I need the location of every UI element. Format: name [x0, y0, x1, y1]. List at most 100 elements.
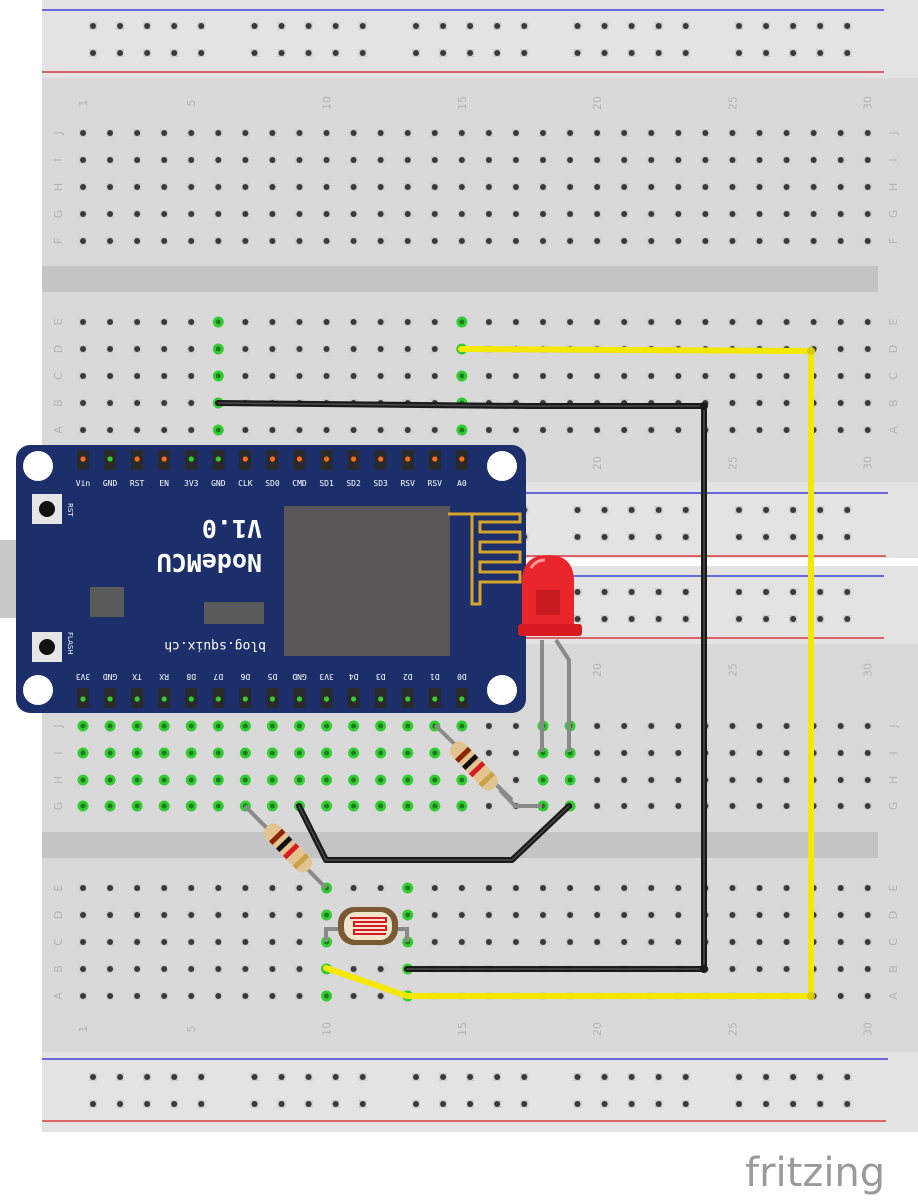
hole [295, 965, 304, 973]
hole [843, 615, 852, 623]
hole [187, 372, 196, 380]
connected-hole [402, 909, 414, 921]
hole [728, 965, 737, 973]
connected-hole [185, 720, 197, 732]
hole [511, 776, 520, 784]
hole [593, 802, 602, 810]
hole [573, 533, 582, 541]
hole [620, 372, 629, 380]
hole [647, 749, 656, 757]
hole [133, 372, 142, 380]
hole [566, 318, 575, 326]
hole [600, 1100, 609, 1108]
hole [789, 22, 798, 30]
hole [843, 1100, 852, 1108]
hole [197, 1100, 206, 1108]
connected-holes [77, 316, 576, 1002]
wire-black-ldr-led [296, 803, 572, 863]
hole [755, 156, 764, 164]
hole [187, 183, 196, 191]
hole [241, 237, 250, 245]
row-letter: G [887, 802, 900, 811]
top-pin-label: SD0 [265, 479, 280, 488]
hole [620, 802, 629, 810]
hole [511, 129, 520, 137]
hole [89, 1100, 97, 1108]
bottom-pin-label: TX [132, 672, 142, 681]
hole [789, 533, 798, 541]
hole [412, 22, 420, 30]
hole [403, 318, 412, 326]
connected-hole [321, 720, 333, 732]
hole [295, 210, 304, 218]
hole [214, 884, 223, 892]
hole [809, 210, 818, 218]
hole [322, 426, 331, 434]
hole [79, 129, 87, 137]
hole [647, 884, 656, 892]
hole [593, 210, 602, 218]
hole [116, 1073, 125, 1081]
bottom-pin-label: GND [292, 672, 307, 681]
connected-hole [77, 774, 89, 786]
hole [593, 156, 602, 164]
hole [187, 318, 196, 326]
hole [376, 426, 385, 434]
hole [358, 49, 367, 57]
row-letter: B [887, 399, 900, 407]
hole [627, 22, 636, 30]
connected-hole [77, 747, 89, 759]
hole [106, 210, 115, 218]
hole [755, 776, 764, 784]
hole [214, 129, 223, 137]
connected-hole [131, 774, 143, 786]
hole [106, 183, 115, 191]
connected-hole [293, 720, 305, 732]
hole [674, 722, 683, 730]
hole [295, 372, 304, 380]
hole [728, 372, 737, 380]
column-number: 5 [185, 100, 198, 107]
hole [782, 776, 791, 784]
hole [170, 1100, 179, 1108]
hole [484, 884, 493, 892]
hole [593, 884, 602, 892]
top-pin-label: CLK [238, 479, 253, 488]
hole [863, 722, 872, 730]
hole [593, 237, 602, 245]
hole [241, 372, 250, 380]
hole [539, 372, 548, 380]
resistor-ldr [243, 804, 328, 890]
hole [762, 588, 771, 596]
hole [755, 183, 764, 191]
hole [782, 426, 791, 434]
hole [654, 506, 663, 514]
hole [160, 399, 169, 407]
connected-hole [321, 774, 333, 786]
hole [647, 183, 656, 191]
column-number: 20 [591, 456, 604, 470]
hole [755, 318, 764, 326]
row-letter: G [52, 802, 65, 811]
hole [331, 1100, 340, 1108]
hole [863, 399, 872, 407]
row-letter: C [887, 372, 900, 380]
hole [430, 318, 439, 326]
hole [430, 183, 439, 191]
hole [304, 49, 313, 57]
hole [268, 318, 277, 326]
hole [627, 1073, 636, 1081]
hole [735, 615, 743, 623]
connected-hole [104, 800, 116, 812]
hole [782, 938, 791, 946]
hole [647, 156, 656, 164]
hole [322, 210, 331, 218]
row-letter: C [52, 372, 65, 380]
hole [412, 49, 420, 57]
hole [295, 237, 304, 245]
row-letter: E [887, 318, 900, 325]
hole [214, 183, 223, 191]
hole [728, 722, 737, 730]
website-label: blog.squix.ch [164, 638, 266, 653]
